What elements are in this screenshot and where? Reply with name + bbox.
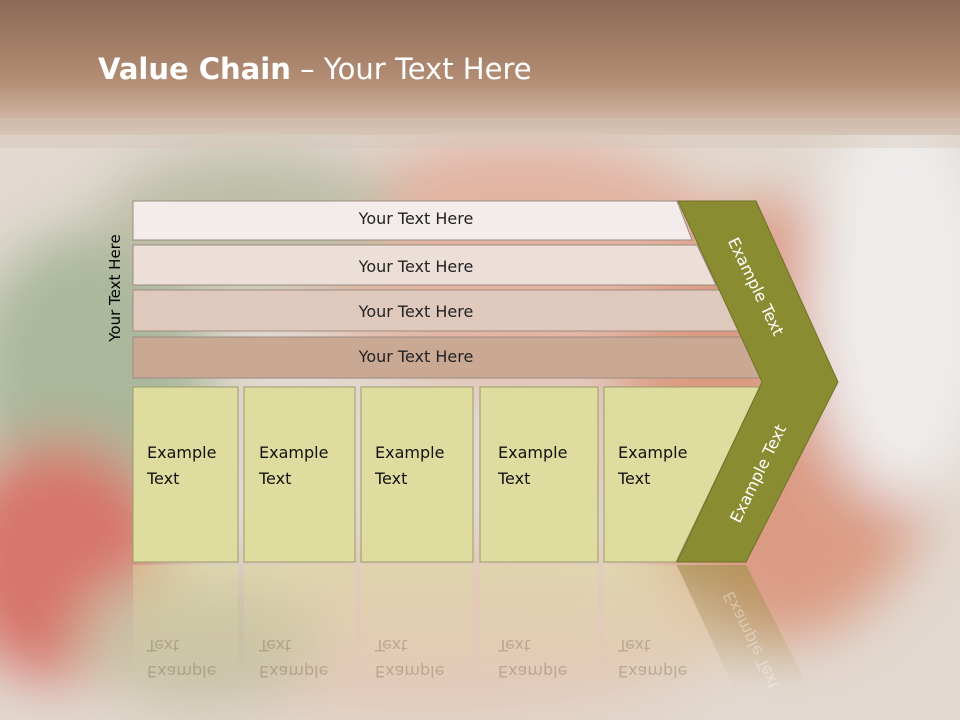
box-1-text: Example Text [147, 443, 217, 488]
box-2 [243, 386, 356, 563]
box-2-text: Example Text [259, 443, 329, 488]
box-1-reflection-text: Example Text [147, 636, 217, 681]
bar-1-text: Your Text Here [358, 209, 474, 228]
slide-title: Value Chain – Your Text Here [98, 52, 532, 86]
box-4 [479, 386, 599, 563]
title-rest: – Your Text Here [290, 52, 532, 86]
bar-1 [132, 200, 693, 241]
box-1-reflection [133, 565, 238, 685]
box-2-reflection-text: Example Text [259, 636, 329, 681]
box-1 [132, 386, 239, 563]
box-3-reflection [361, 565, 473, 685]
box-5-text: Example Text [618, 443, 688, 488]
box-5-reflection-text: Example Text [618, 636, 688, 681]
box-3-reflection-text: Example Text [375, 636, 445, 681]
bar-2 [132, 244, 717, 286]
chevron-arrow [676, 200, 839, 563]
box-3 [360, 386, 474, 563]
box-5 [603, 386, 761, 563]
side-label: Your Text Here [106, 234, 124, 342]
box-5-reflection [604, 565, 735, 690]
title-bold: Value Chain [98, 52, 291, 86]
bar-4-text: Your Text Here [358, 347, 474, 366]
box-4-text: Example Text [498, 443, 568, 488]
bar-2-text: Your Text Here [358, 257, 474, 276]
bar-3-text: Your Text Here [358, 302, 474, 321]
box-2-reflection [244, 565, 355, 685]
chevron-reflection [677, 565, 810, 690]
box-4-reflection [480, 565, 598, 685]
box-3-text: Example Text [375, 443, 445, 488]
box-4-reflection-text: Example Text [498, 636, 568, 681]
